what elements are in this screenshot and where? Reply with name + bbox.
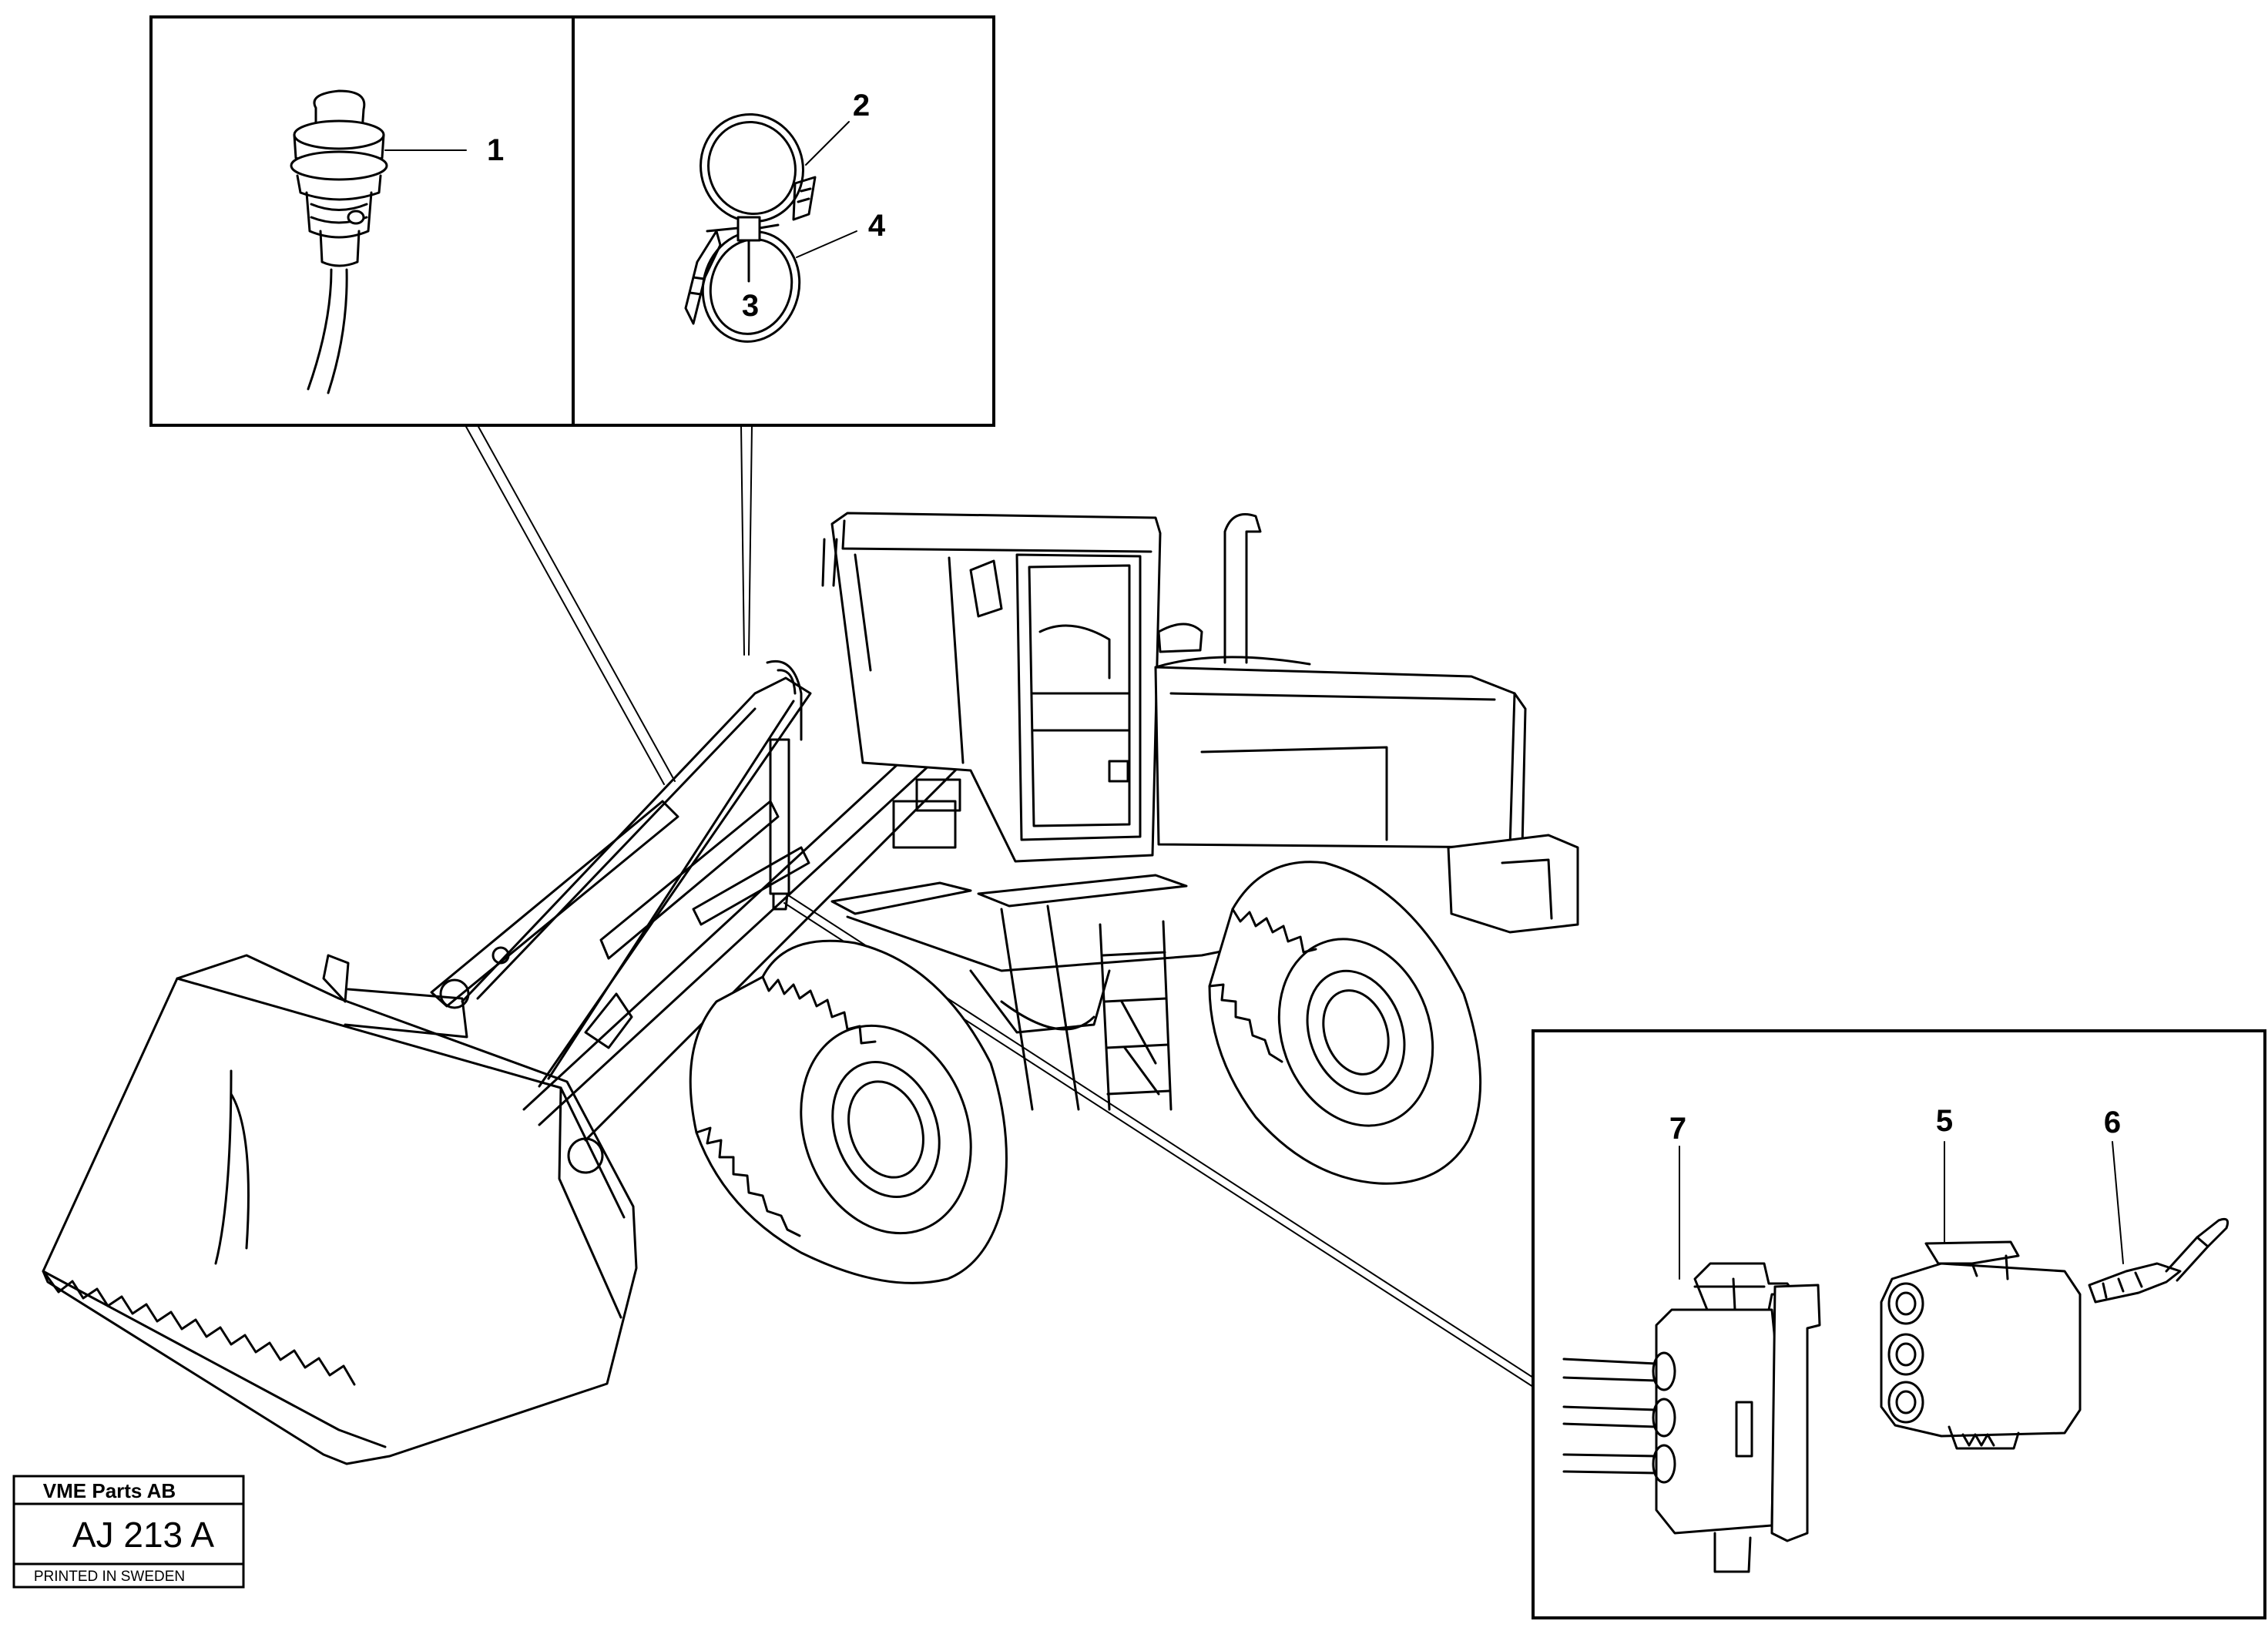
- inset-top-frame: [149, 15, 995, 427]
- front-wheel-icon: [689, 939, 1008, 1284]
- connector-housing-icon: [1562, 1262, 1821, 1573]
- callout-3: 3: [742, 289, 759, 323]
- title-stamp: VME Parts AB AJ 213 A PRINTED IN SWEDEN: [12, 1475, 245, 1589]
- callout-7: 7: [1669, 1112, 1686, 1146]
- leader-line-2: [805, 121, 850, 166]
- stamp-printed: PRINTED IN SWEDEN: [34, 1569, 185, 1585]
- proximity-sensor-icon: [290, 89, 388, 394]
- rear-wheel-icon: [1208, 861, 1482, 1185]
- callout-5: 5: [1936, 1104, 1953, 1138]
- callout-2: 2: [853, 89, 870, 122]
- callout-6: 6: [2104, 1106, 2121, 1139]
- leader-line-4: [796, 230, 857, 258]
- stamp-code: AJ 213 A: [72, 1515, 214, 1555]
- leader-line-6: [2112, 1141, 2124, 1264]
- callout-1: 1: [487, 133, 504, 167]
- hose-clamp-icon: [684, 112, 817, 343]
- stamp-company: VME Parts AB: [43, 1479, 176, 1502]
- plug-housing-icon: [1880, 1240, 2082, 1450]
- inset-bottom-frame: [1532, 1029, 2266, 1619]
- wheel-loader-icon: [42, 512, 1579, 1465]
- terminal-pin-icon: [2088, 1217, 2229, 1304]
- callout-4: 4: [868, 209, 886, 243]
